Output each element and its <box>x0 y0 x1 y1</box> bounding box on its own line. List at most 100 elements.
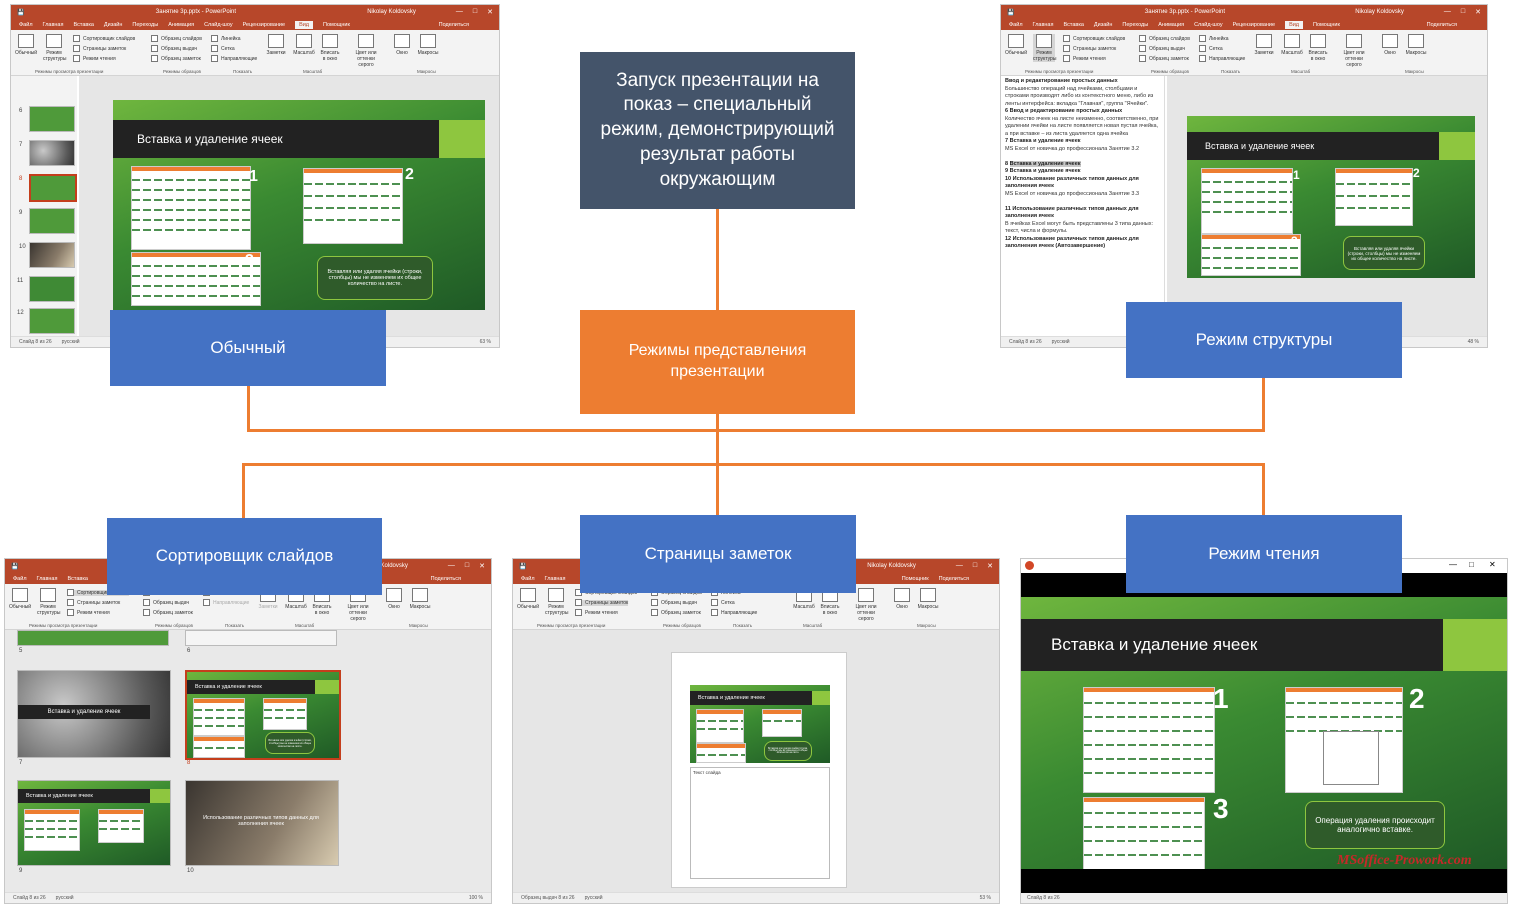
close-icon[interactable]: ✕ <box>987 563 993 570</box>
tab-design[interactable]: Дизайн <box>1093 21 1113 28</box>
help-search[interactable]: Помощник <box>901 575 929 582</box>
normal-view-button[interactable]: Обычный <box>517 588 539 610</box>
tab-insert[interactable]: Вставка <box>67 575 88 582</box>
sorter-option[interactable]: Сортировщик слайдов <box>73 36 135 42</box>
maximize-icon[interactable]: □ <box>1469 560 1474 569</box>
share-button[interactable]: Поделиться <box>438 21 469 28</box>
zoom-level[interactable]: 100 % <box>468 895 483 901</box>
macros-button[interactable]: Макросы <box>417 34 439 56</box>
tab-insert[interactable]: Вставка <box>73 21 94 28</box>
notes-button[interactable]: Заметки <box>265 34 287 56</box>
share-button[interactable]: Поделиться <box>938 575 969 582</box>
help-search[interactable]: Помощник <box>1313 21 1340 28</box>
tab-review[interactable]: Рецензирование <box>242 21 286 28</box>
guides-option[interactable]: Направляющие <box>711 610 757 616</box>
window-button[interactable]: Окно <box>383 588 405 610</box>
handout-master-option[interactable]: Образец выдач <box>1139 46 1185 52</box>
notes-master-option[interactable]: Образец заметок <box>143 610 193 616</box>
fit-window-button[interactable]: Вписать в окно <box>319 34 341 62</box>
minimize-icon[interactable]: — <box>455 8 463 15</box>
tab-animations[interactable]: Анимация <box>1158 21 1185 28</box>
maximize-icon[interactable]: □ <box>1460 8 1466 15</box>
slide-thumbnail[interactable] <box>29 308 75 334</box>
tab-home[interactable]: Главная <box>1032 21 1054 28</box>
slide-thumbnail[interactable]: Использование различных типов данных для… <box>185 780 339 866</box>
normal-view-button[interactable]: Обычный <box>1005 34 1027 56</box>
reading-view-option[interactable]: Режим чтения <box>1063 56 1106 62</box>
reading-view-option[interactable]: Режим чтения <box>73 56 116 62</box>
save-icon[interactable]: 💾 <box>11 563 19 570</box>
slide-thumbnail[interactable] <box>29 106 75 132</box>
tab-slideshow[interactable]: Слайд-шоу <box>1194 21 1223 28</box>
tab-file[interactable]: Файл <box>1009 21 1023 28</box>
sorter-option[interactable]: Сортировщик слайдов <box>575 590 637 596</box>
handout-master-option[interactable]: Образец выдач <box>143 600 189 606</box>
notes-page-option[interactable]: Страницы заметок <box>575 600 629 606</box>
share-button[interactable]: Поделиться <box>1426 21 1457 28</box>
slide-thumbnail[interactable] <box>29 208 75 234</box>
grid-option[interactable]: Сетка <box>211 46 235 52</box>
tab-transitions[interactable]: Переходы <box>1122 21 1149 28</box>
slide-master-option[interactable]: Образец слайдов <box>651 590 702 596</box>
notes-page-option[interactable]: Страницы заметок <box>67 600 120 606</box>
normal-view-button[interactable]: Обычный <box>15 34 37 56</box>
slide-thumbnail-selected[interactable]: Вставка и удаление ячеек Вставляя или уд… <box>185 670 341 760</box>
slide-thumbnail[interactable] <box>29 276 75 302</box>
close-icon[interactable]: ✕ <box>1475 9 1481 16</box>
maximize-icon[interactable]: □ <box>464 562 470 569</box>
save-icon[interactable]: 💾 <box>17 9 25 16</box>
slide-thumbnail-selected[interactable] <box>29 174 77 202</box>
minimize-icon[interactable]: — <box>1449 560 1457 569</box>
notes-master-option[interactable]: Образец заметок <box>151 56 201 62</box>
notes-master-option[interactable]: Образец заметок <box>651 610 701 616</box>
tab-insert[interactable]: Вставка <box>1063 21 1084 28</box>
tab-view[interactable]: Вид <box>1285 20 1304 29</box>
tab-animations[interactable]: Анимация <box>168 21 195 28</box>
normal-view-button[interactable]: Обычный <box>9 588 31 610</box>
grid-option[interactable]: Сетка <box>1199 46 1223 52</box>
ruler-option[interactable]: Линейка <box>1199 36 1229 42</box>
tab-file[interactable]: Файл <box>19 21 33 28</box>
close-icon[interactable]: ✕ <box>487 9 493 16</box>
color-grayscale-button[interactable]: Цвет или оттенки серого <box>1337 34 1371 68</box>
macros-button[interactable]: Макросы <box>1405 34 1427 56</box>
tab-home[interactable]: Главная <box>36 575 58 582</box>
ruler-option[interactable]: Линейка <box>211 36 241 42</box>
notes-page-option[interactable]: Страницы заметок <box>73 46 126 52</box>
tab-transitions[interactable]: Переходы <box>132 21 159 28</box>
tab-file[interactable]: Файл <box>521 575 535 582</box>
macros-button[interactable]: Макросы <box>917 588 939 610</box>
maximize-icon[interactable]: □ <box>972 562 978 569</box>
tab-view[interactable]: Вид <box>295 20 314 29</box>
color-grayscale-button[interactable]: Цвет или оттенки серого <box>849 588 883 622</box>
close-icon[interactable]: ✕ <box>479 563 485 570</box>
notes-textbox[interactable]: Текст слайда <box>690 767 830 879</box>
grid-option[interactable]: Сетка <box>711 600 735 606</box>
close-icon[interactable]: ✕ <box>1489 560 1496 569</box>
zoom-button[interactable]: Масштаб <box>1281 34 1303 56</box>
outline-view-button[interactable]: Режим структуры <box>545 588 568 616</box>
guides-option[interactable]: Направляющие <box>1199 56 1245 62</box>
tab-review[interactable]: Рецензирование <box>1232 21 1276 28</box>
share-button[interactable]: Поделиться <box>430 575 461 582</box>
tab-slideshow[interactable]: Слайд-шоу <box>204 21 233 28</box>
outline-view-button[interactable]: Режим структуры <box>1033 34 1056 62</box>
window-button[interactable]: Окно <box>1379 34 1401 56</box>
notes-master-option[interactable]: Образец заметок <box>1139 56 1189 62</box>
slide-thumbnail[interactable] <box>29 140 75 166</box>
fit-window-button[interactable]: Вписать в окно <box>1307 34 1329 62</box>
selected-outline-item[interactable]: Вставка и удаление ячеек <box>1009 160 1081 167</box>
tab-design[interactable]: Дизайн <box>103 21 123 28</box>
slide-thumbnail[interactable] <box>185 630 337 646</box>
zoom-level[interactable]: 63 % <box>479 339 491 345</box>
notes-button[interactable]: Заметки <box>1253 34 1275 56</box>
save-icon[interactable]: 💾 <box>519 563 527 570</box>
help-search[interactable]: Помощник <box>323 21 350 28</box>
guides-option[interactable]: Направляющие <box>211 56 257 62</box>
zoom-button[interactable]: Масштаб <box>293 34 315 56</box>
window-button[interactable]: Окно <box>891 588 913 610</box>
reading-view-option[interactable]: Режим чтения <box>67 610 110 616</box>
reading-view-option[interactable]: Режим чтения <box>575 610 618 616</box>
slide-thumbnail[interactable] <box>17 630 169 646</box>
macros-button[interactable]: Макросы <box>409 588 431 610</box>
